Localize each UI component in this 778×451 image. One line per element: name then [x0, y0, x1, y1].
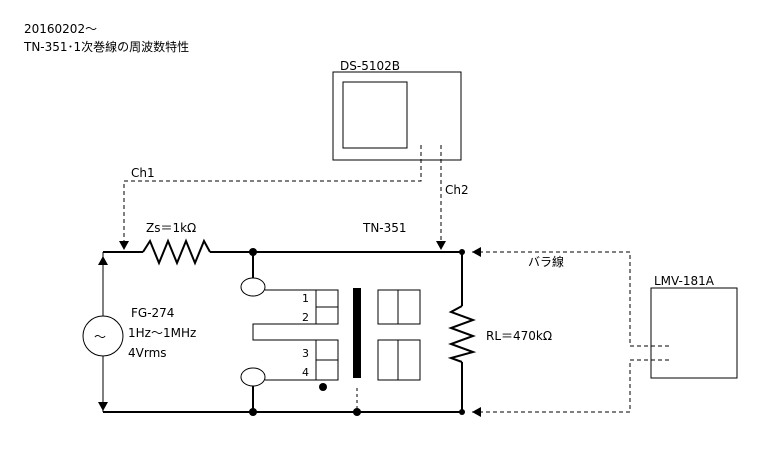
- junction-dot: [353, 408, 361, 416]
- load-resistor-label: RL＝470kΩ: [486, 329, 552, 343]
- meter-body: [650, 287, 738, 379]
- generator-range: 1Hz～1MHz: [128, 326, 196, 340]
- transformer-label: TN-351: [362, 221, 407, 235]
- page-title: TN-351･1次巻線の周波数特性: [23, 39, 189, 54]
- series-resistor: [142, 238, 211, 266]
- series-resistor-label: Zs＝1kΩ: [146, 221, 196, 235]
- signal-generator: ～: [82, 256, 124, 411]
- pin-label: 3: [302, 347, 309, 360]
- probe-ch1: [123, 145, 422, 246]
- arrow-left-icon: [472, 247, 481, 257]
- generator-amplitude: 4Vrms: [128, 346, 167, 360]
- ch2-label: Ch2: [445, 183, 469, 197]
- date-text: 20160202～: [24, 22, 97, 36]
- pin-label: 4: [302, 366, 309, 379]
- junction-dot: [459, 409, 465, 415]
- ch1-label: Ch1: [131, 166, 155, 180]
- level-meter: LMV-181A: [650, 274, 738, 379]
- arrow-down-icon: [98, 402, 108, 411]
- junction-dot: [459, 249, 465, 255]
- oscilloscope-body: [332, 71, 462, 161]
- pin-label: 2: [302, 311, 309, 324]
- oscilloscope: DS-5102B: [332, 59, 462, 161]
- oscilloscope-screen: [342, 81, 408, 149]
- polarity-dot: [319, 383, 327, 391]
- load-resistor: [447, 305, 477, 363]
- ch2-arrow-icon: [436, 241, 446, 250]
- wire-label: バラ線: [528, 254, 564, 269]
- junction-dot: [249, 248, 257, 256]
- oscilloscope-label: DS-5102B: [340, 59, 400, 73]
- ch1-arrow-icon: [119, 241, 129, 250]
- meter-label: LMV-181A: [654, 274, 715, 288]
- arrow-left-icon: [472, 407, 481, 417]
- arrow-up-icon: [98, 256, 108, 265]
- junction-dot: [249, 408, 257, 416]
- sine-wave-icon: ～: [94, 330, 106, 344]
- generator-name: FG-274: [131, 306, 174, 320]
- pin-label: 1: [302, 292, 309, 305]
- transformer-core: [353, 288, 361, 378]
- transformer: [240, 277, 421, 387]
